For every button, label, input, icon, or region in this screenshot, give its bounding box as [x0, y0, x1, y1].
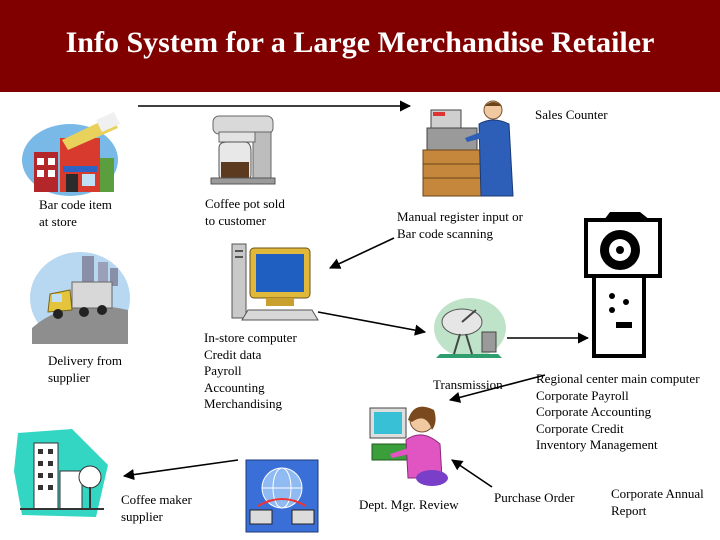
manager-at-computer-icon [368, 400, 450, 488]
coffee-pot-sold-label: Coffee pot sold to customer [205, 196, 285, 228]
arrow-register-to-computer [328, 237, 395, 269]
computer-icon [228, 240, 323, 325]
manual-register-label: Manual register input or Bar code scanni… [397, 209, 523, 241]
sales-counter-label: Sales Counter [535, 107, 608, 122]
satellite-dish-icon [432, 292, 507, 362]
in-store-computer-label: In-store computer Credit data Payroll Ac… [204, 330, 297, 411]
regional-center-label: Regional center main computer Corporate … [536, 371, 700, 452]
arrow-po-to-manager [451, 459, 493, 488]
coffee-maker-icon [205, 112, 280, 187]
dept-mgr-review-label: Dept. Mgr. Review [359, 497, 459, 512]
purchase-order-label: Purchase Order [494, 490, 575, 505]
corporate-annual-report-label: Corporate Annual Report [611, 486, 704, 518]
city-buildings-icon [12, 425, 112, 520]
page-title: Info System for a Large Merchandise Reta… [65, 26, 655, 59]
store-icon [20, 108, 130, 198]
coffee-maker-supplier-label: Coffee maker supplier [121, 492, 192, 524]
transmission-label: Transmission [433, 377, 503, 392]
cashier-icon [415, 98, 525, 198]
arrow-mainframe-to-manager [448, 374, 546, 403]
delivery-label: Delivery from supplier [48, 353, 123, 385]
arrow-manager-to-supplier [122, 459, 239, 481]
delivery-truck-icon [28, 248, 133, 348]
title-bar [0, 0, 720, 92]
globe-network-icon [244, 458, 320, 534]
bar-code-item-label: Bar code item at store [39, 197, 112, 229]
mainframe-icon [580, 210, 670, 360]
arrow-computer-to-transmission [317, 311, 427, 336]
